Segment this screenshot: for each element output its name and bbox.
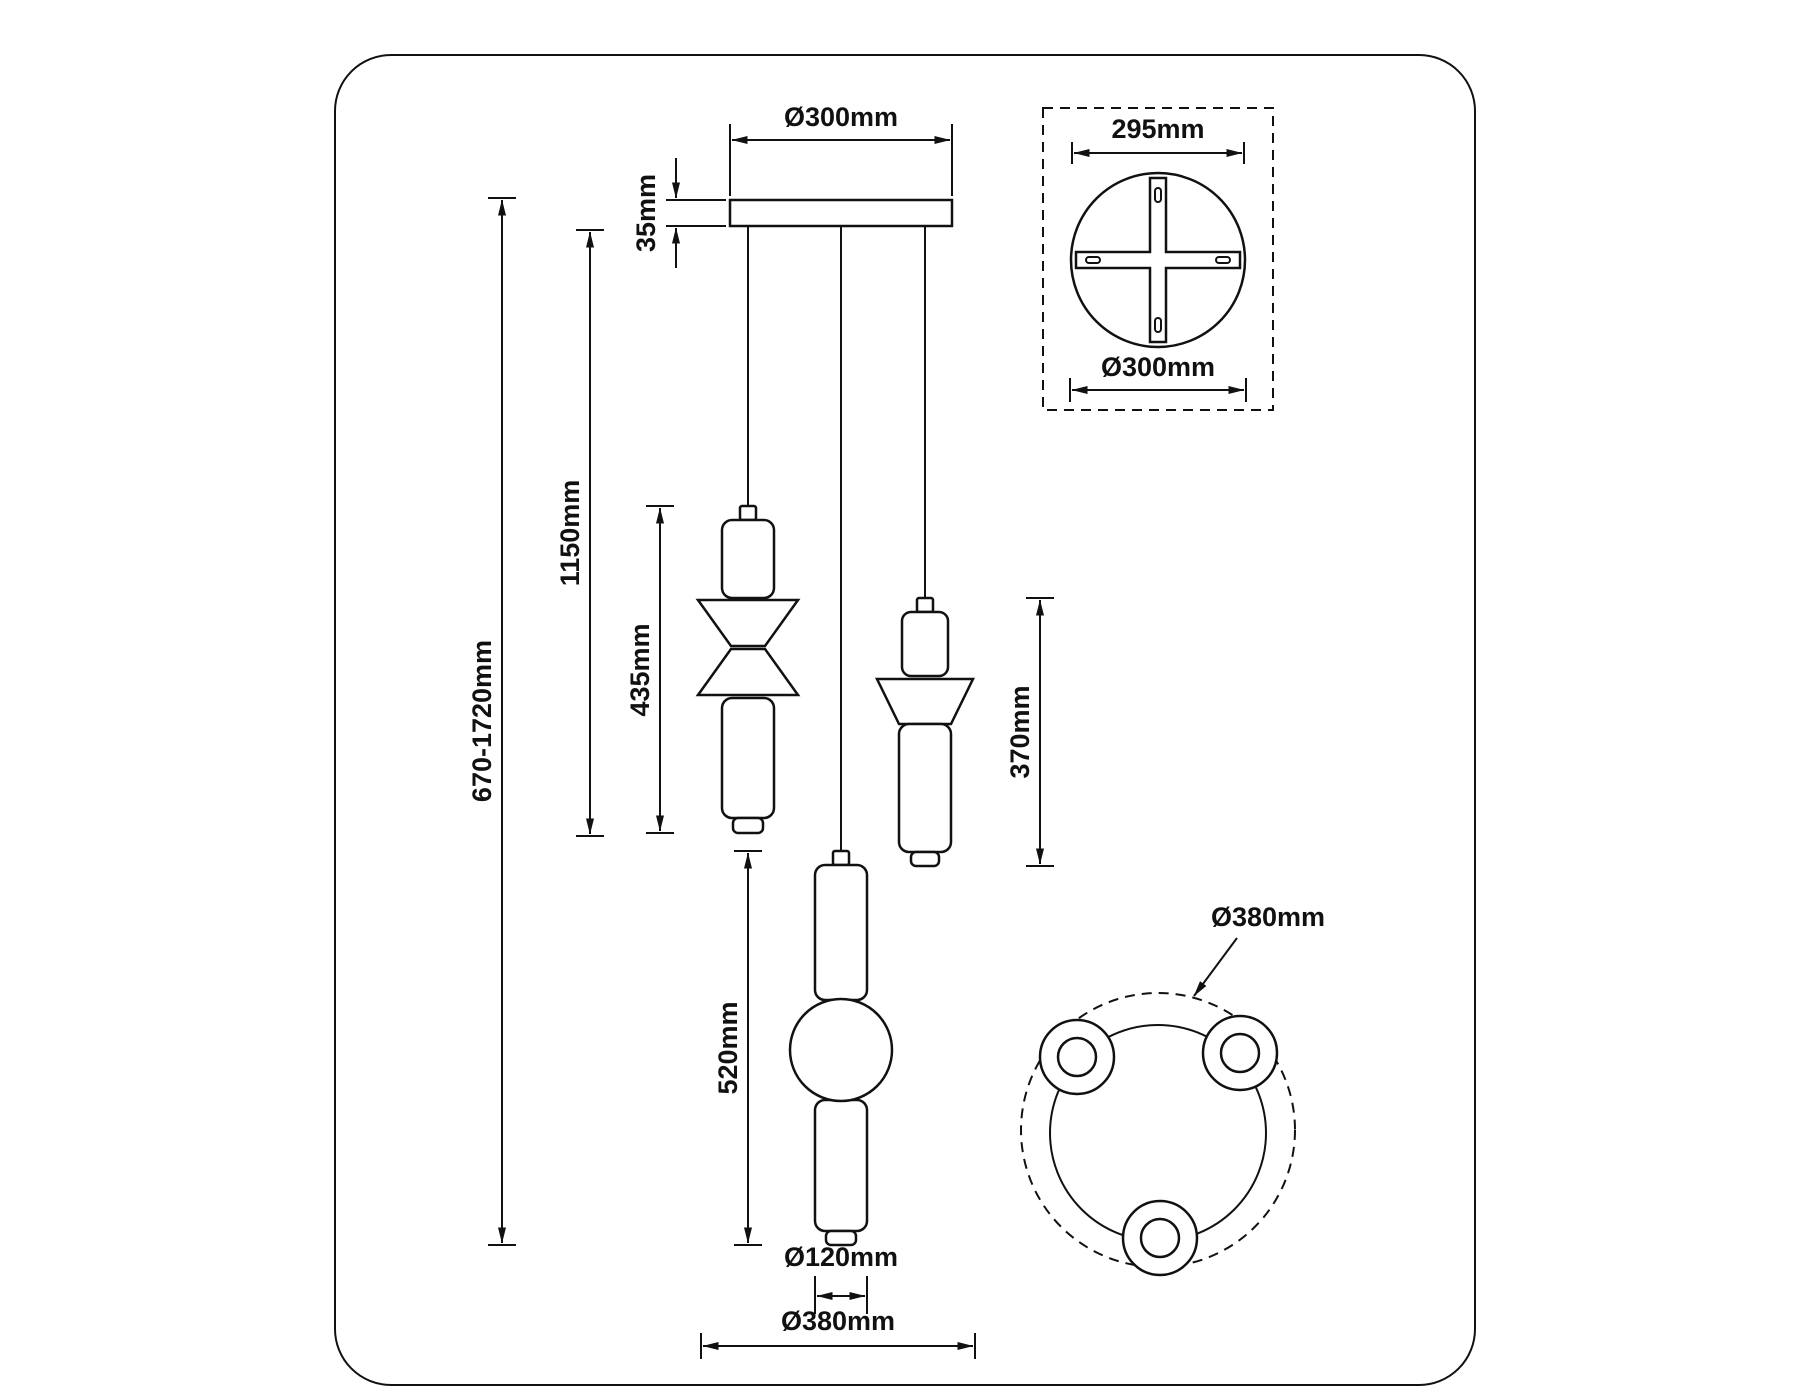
dim-label-center-pendant-height: 520mm [713,1001,743,1094]
dim-fixture-spread: Ø380mm [700,1306,976,1359]
dim-left-pendant-height: 435mm [625,505,674,834]
dim-canopy-bracket-width: 295mm [1071,114,1245,164]
dim-canopy-diameter-top: Ø300mm [1069,352,1247,402]
dim-suspension-drop: 1150mm [555,229,604,837]
dim-label-layout-spread: Ø380mm [1211,902,1325,932]
pendant-right [874,596,976,868]
dim-center-pendant-height: 520mm [713,850,762,1246]
dim-layout-spread: Ø380mm [1193,902,1325,997]
pendant-center [788,849,894,1247]
pendant-right-connector [915,596,935,614]
canopy-slot-top [1154,187,1162,203]
ceiling-plate [728,198,954,228]
pendant-left-lower-cylinder [720,696,776,820]
drawing-border [334,54,1476,1386]
pendant-right-cone [874,677,976,726]
pendant-left-upper-cone [695,598,801,648]
layout-pendant-top-left [1038,1018,1116,1096]
pendant-center-lower-cylinder [813,1098,869,1233]
layout-spread-circle [1020,992,1296,1268]
pendant-left-upper-cylinder [720,518,776,600]
canopy-detail-frame [1042,107,1274,411]
dim-label-pendant-diameter: Ø120mm [784,1242,898,1272]
pendant-center-sphere [788,997,894,1103]
pendant-right-end-cap [909,850,941,868]
pendant-center-connector [831,849,851,867]
dim-label-left-pendant-height: 435mm [625,623,655,716]
dim-pendant-diameter: Ø120mm [784,1242,898,1314]
front-view: Ø300mm 35mm 670-1720mm 1150mm [467,102,1054,1359]
pendant-center-end-cap [824,1229,858,1247]
canopy-slot-bottom [1154,317,1162,333]
dim-label-right-pendant-height: 370mm [1005,685,1035,778]
pendant-center-upper-cylinder [813,863,869,1002]
dim-canopy-diameter-front: Ø300mm [729,102,953,196]
pendant-left-end-cap [731,816,765,835]
dim-canopy-thickness: 35mm [631,158,726,268]
pendant-left-lower-cone [695,647,801,697]
dim-right-pendant-height: 370mm [1005,597,1054,867]
dim-label-canopy-diameter-front: Ø300mm [784,102,898,132]
canopy-cross-bracket [1074,176,1242,344]
dim-label-canopy-diameter-top: Ø300mm [1101,352,1215,382]
layout-pendant-top-right [1201,1014,1279,1092]
layout-top-view: Ø380mm [1020,902,1325,1277]
dim-label-suspension-drop: 1150mm [555,480,585,587]
dim-label-canopy-thickness: 35mm [631,174,661,252]
layout-pendant-inner-1 [1056,1036,1098,1078]
canopy-slot-left [1085,256,1101,264]
dim-overall-height: 670-1720mm [467,197,516,1246]
layout-pendant-inner-3 [1139,1217,1181,1259]
dim-label-fixture-spread: Ø380mm [781,1306,895,1336]
layout-pendant-bottom [1121,1199,1199,1277]
canopy-slot-right [1215,256,1231,264]
dim-label-canopy-bracket-width: 295mm [1111,114,1204,144]
canopy-top-view: 295mm Ø300mm [1042,107,1274,411]
layout-pendant-inner-2 [1219,1032,1261,1074]
pendant-right-lower-cylinder [897,722,953,854]
pendant-left [695,504,801,835]
pendant-left-connector [738,504,758,522]
pendant-right-upper-cylinder [900,610,950,678]
leader-arrow [1193,937,1238,997]
dim-label-overall-height: 670-1720mm [467,640,497,802]
